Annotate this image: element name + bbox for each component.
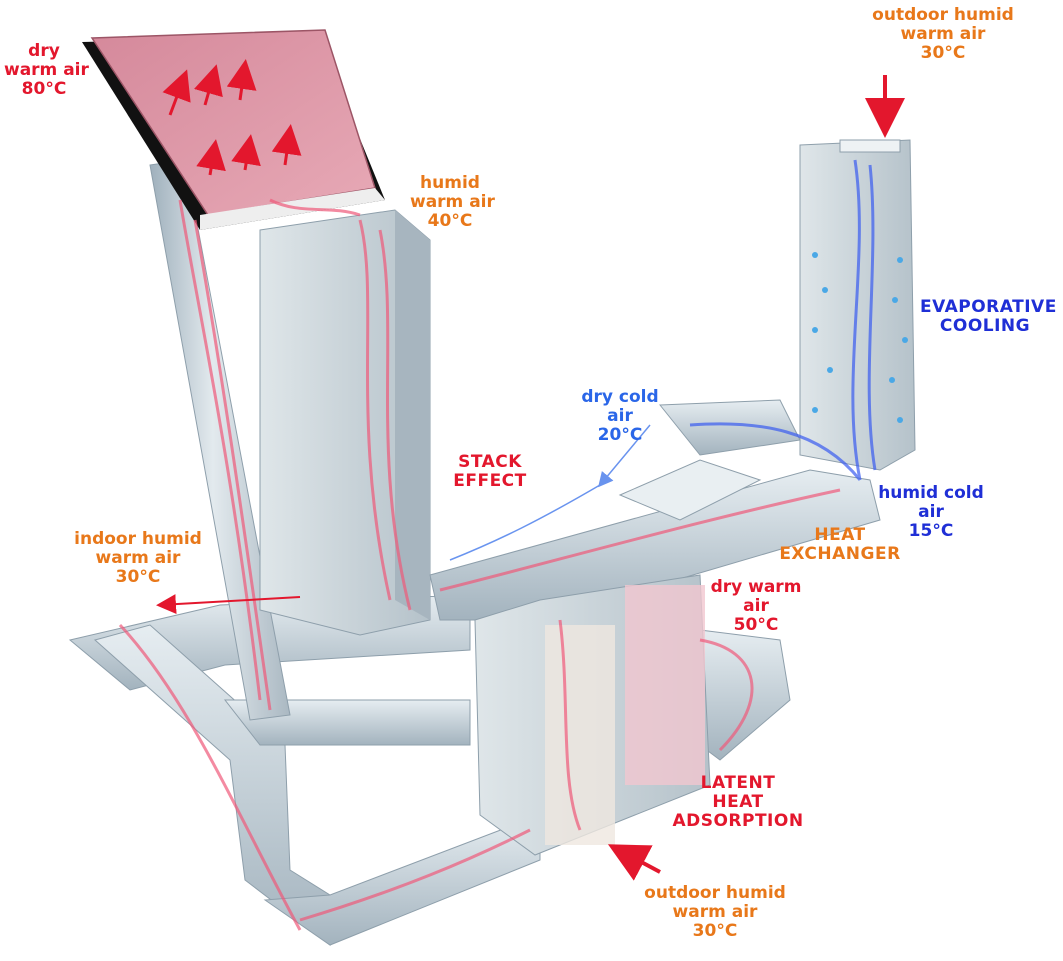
outdoor-intake-arrow-bottom <box>607 844 661 881</box>
collector-up-arrows <box>162 59 302 176</box>
indoor-supply-arrow <box>156 594 301 615</box>
adsorption-unit <box>474 574 711 856</box>
water-droplets <box>812 252 908 423</box>
warm-airflow-streaks <box>118 198 841 931</box>
solar-collector-panel <box>82 29 385 230</box>
stack-chimney <box>259 209 431 636</box>
cold-airflow-streaks <box>449 159 877 561</box>
